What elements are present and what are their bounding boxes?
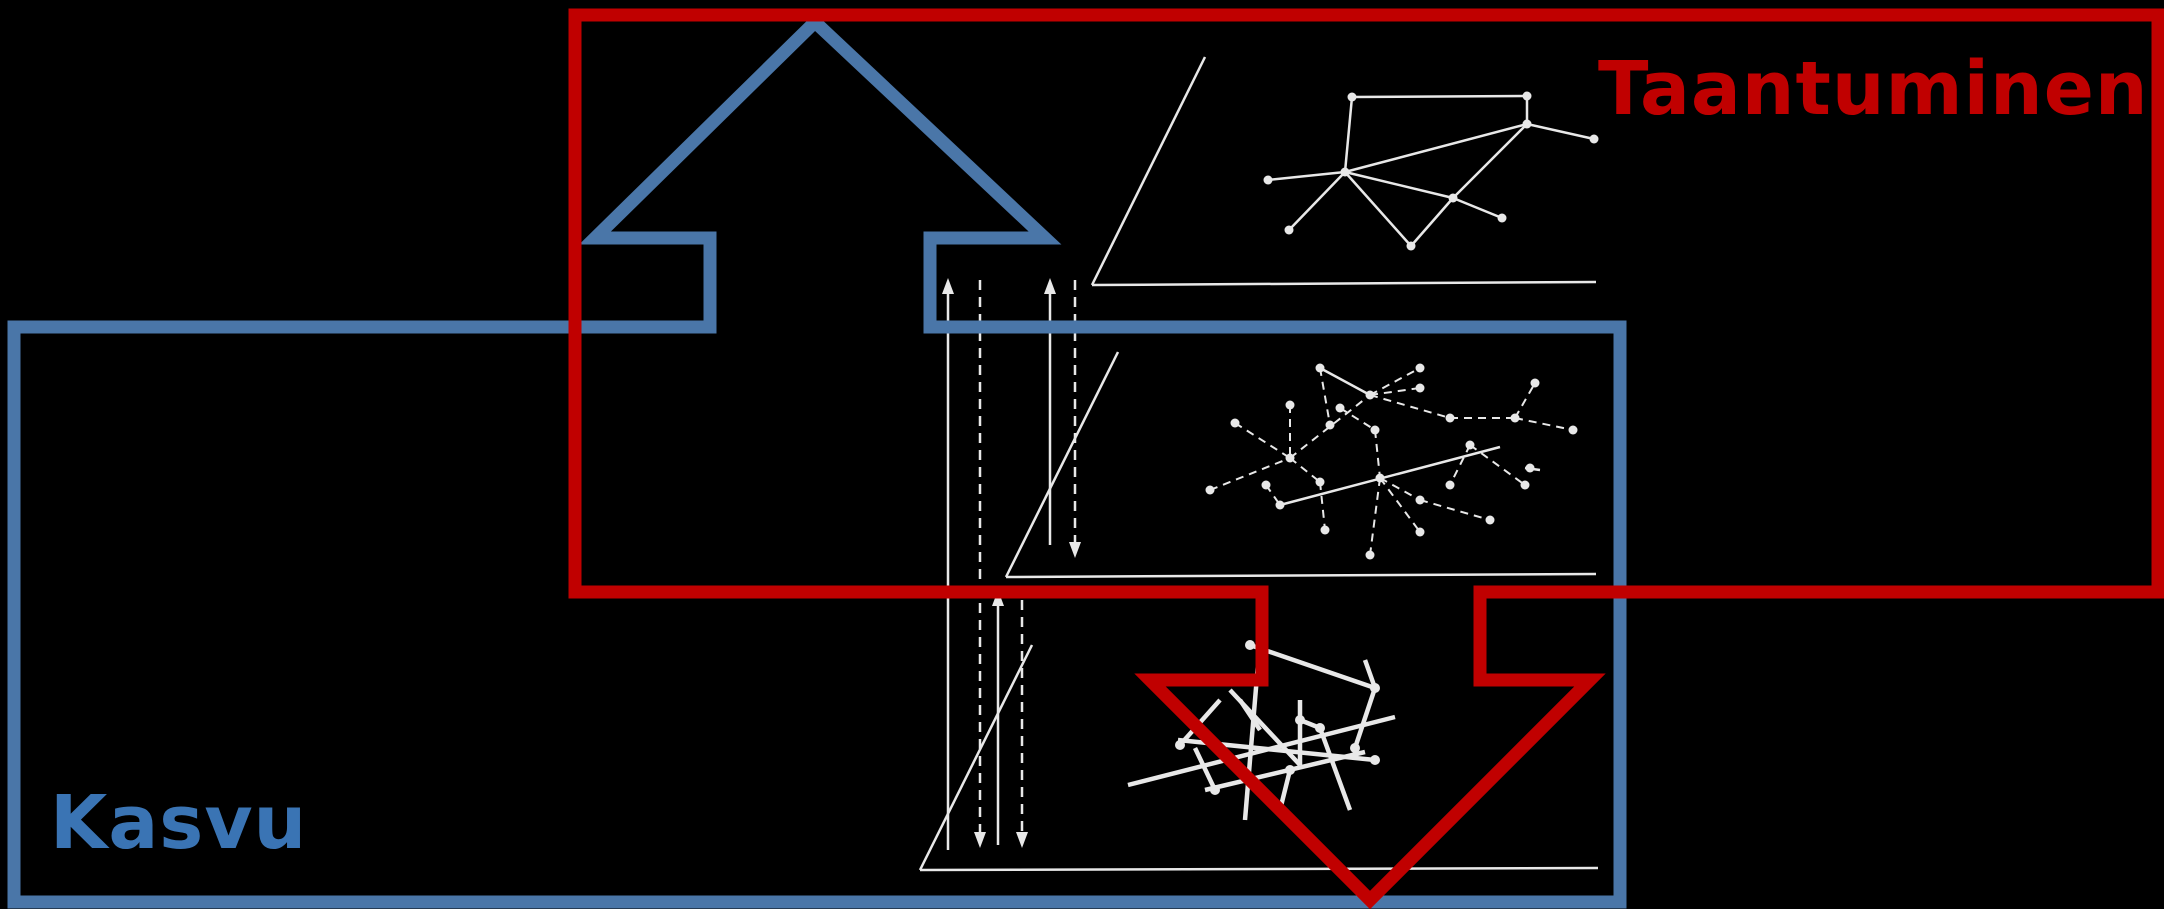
decline-label: Taantuminen — [1598, 46, 2149, 132]
flow-arrows — [942, 278, 1081, 850]
decline-arrow-down-outline — [568, 8, 2164, 909]
growth-label: Kasvu — [50, 780, 308, 866]
growth-arrow-up-outline — [7, 12, 1627, 909]
network-panels-illustration — [918, 56, 1599, 872]
panel-dense-network — [1004, 351, 1597, 579]
panel-sparse-network — [1090, 56, 1599, 287]
